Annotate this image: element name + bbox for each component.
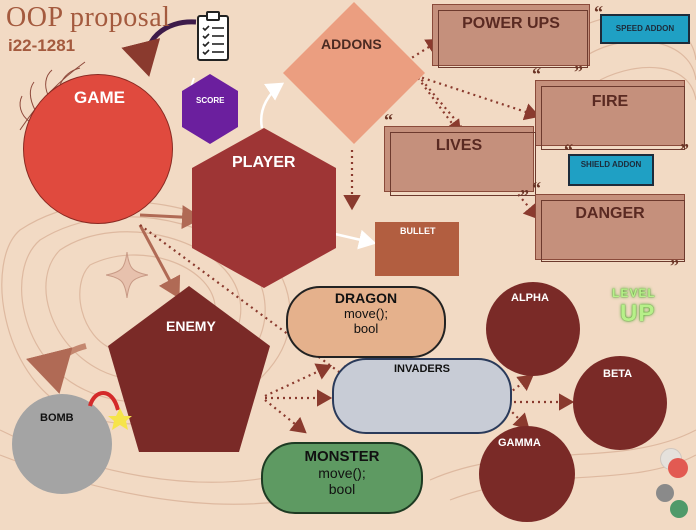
- dragon-field: bool: [353, 321, 379, 336]
- power-ups-box-outline: [438, 10, 588, 68]
- addons-label: ADDONS: [321, 36, 382, 52]
- gamma-node: [479, 426, 575, 522]
- dragon-label: DRAGON: [334, 290, 398, 306]
- fire-label: FIRE: [591, 93, 629, 110]
- level-up-line1: LEVEL: [612, 286, 656, 300]
- lives-box-outline: [390, 132, 536, 196]
- quote-mark: “: [532, 64, 541, 84]
- quote-mark: “: [532, 178, 541, 198]
- diagram-title: OOP proposal: [6, 2, 171, 33]
- monster-node: MONSTER move(); bool: [261, 442, 423, 514]
- quote-mark: “: [594, 2, 603, 22]
- diagram-subtitle: i22-1281: [8, 36, 76, 55]
- player-label: PLAYER: [232, 154, 296, 171]
- speed-addon-label: SPEED ADDON: [615, 24, 675, 33]
- bullet-node: [375, 222, 459, 276]
- dragon-method: move();: [343, 306, 389, 321]
- power-ups-box: POWER UPS: [432, 4, 590, 66]
- quote-mark: “: [384, 110, 393, 130]
- beta-node: [573, 356, 667, 450]
- monster-method: move();: [318, 465, 366, 481]
- danger-box-outline: [541, 200, 685, 262]
- quote-mark: “: [564, 140, 573, 160]
- invaders-label: INVADERS: [393, 363, 451, 375]
- danger-box: DANGER: [535, 194, 685, 260]
- lives-box: LIVES: [384, 126, 534, 192]
- spark-icon: [88, 391, 132, 430]
- alpha-label: ALPHA: [511, 292, 549, 304]
- enemy-label: ENEMY: [166, 318, 216, 334]
- curved-arrow-icon: [121, 19, 197, 77]
- game-node: [23, 74, 173, 224]
- score-label: SCORE: [196, 96, 225, 105]
- level-up-line2: UP: [620, 300, 656, 327]
- alpha-node: [486, 282, 580, 376]
- shield-addon-label: SHIELD ADDON: [580, 160, 642, 169]
- game-label: GAME: [74, 88, 125, 107]
- sparkle-icon: [106, 252, 148, 298]
- decorative-dot: [668, 458, 688, 478]
- clipboard-icon: [197, 11, 229, 61]
- quote-mark: ”: [670, 256, 679, 276]
- bullet-label: BULLET: [400, 226, 436, 236]
- enemy-node: [108, 286, 270, 452]
- decorative-dot: [670, 500, 688, 518]
- shield-addon-box: SHIELD ADDON: [568, 154, 654, 186]
- lives-label: LIVES: [435, 137, 483, 154]
- decorative-dot: [656, 484, 674, 502]
- quote-mark: ”: [574, 62, 583, 82]
- invaders-node: INVADERS: [332, 358, 512, 434]
- score-node: [182, 74, 238, 144]
- beta-label: BETA: [603, 368, 633, 380]
- dragon-node: DRAGON move(); bool: [286, 286, 446, 358]
- fire-box-outline: [541, 86, 685, 150]
- bomb-label: BOMB: [40, 412, 74, 424]
- danger-label: DANGER: [575, 205, 645, 222]
- monster-field: bool: [328, 481, 356, 497]
- player-node: [192, 128, 336, 288]
- quote-mark: ”: [680, 140, 689, 160]
- bomb-node: [12, 394, 112, 494]
- monster-label: MONSTER: [304, 448, 380, 465]
- gamma-label: GAMMA: [498, 437, 541, 449]
- power-ups-label: POWER UPS: [462, 15, 560, 32]
- quote-mark: ”: [520, 186, 529, 206]
- speed-addon-box: SPEED ADDON: [600, 14, 690, 44]
- addons-node: [283, 2, 425, 144]
